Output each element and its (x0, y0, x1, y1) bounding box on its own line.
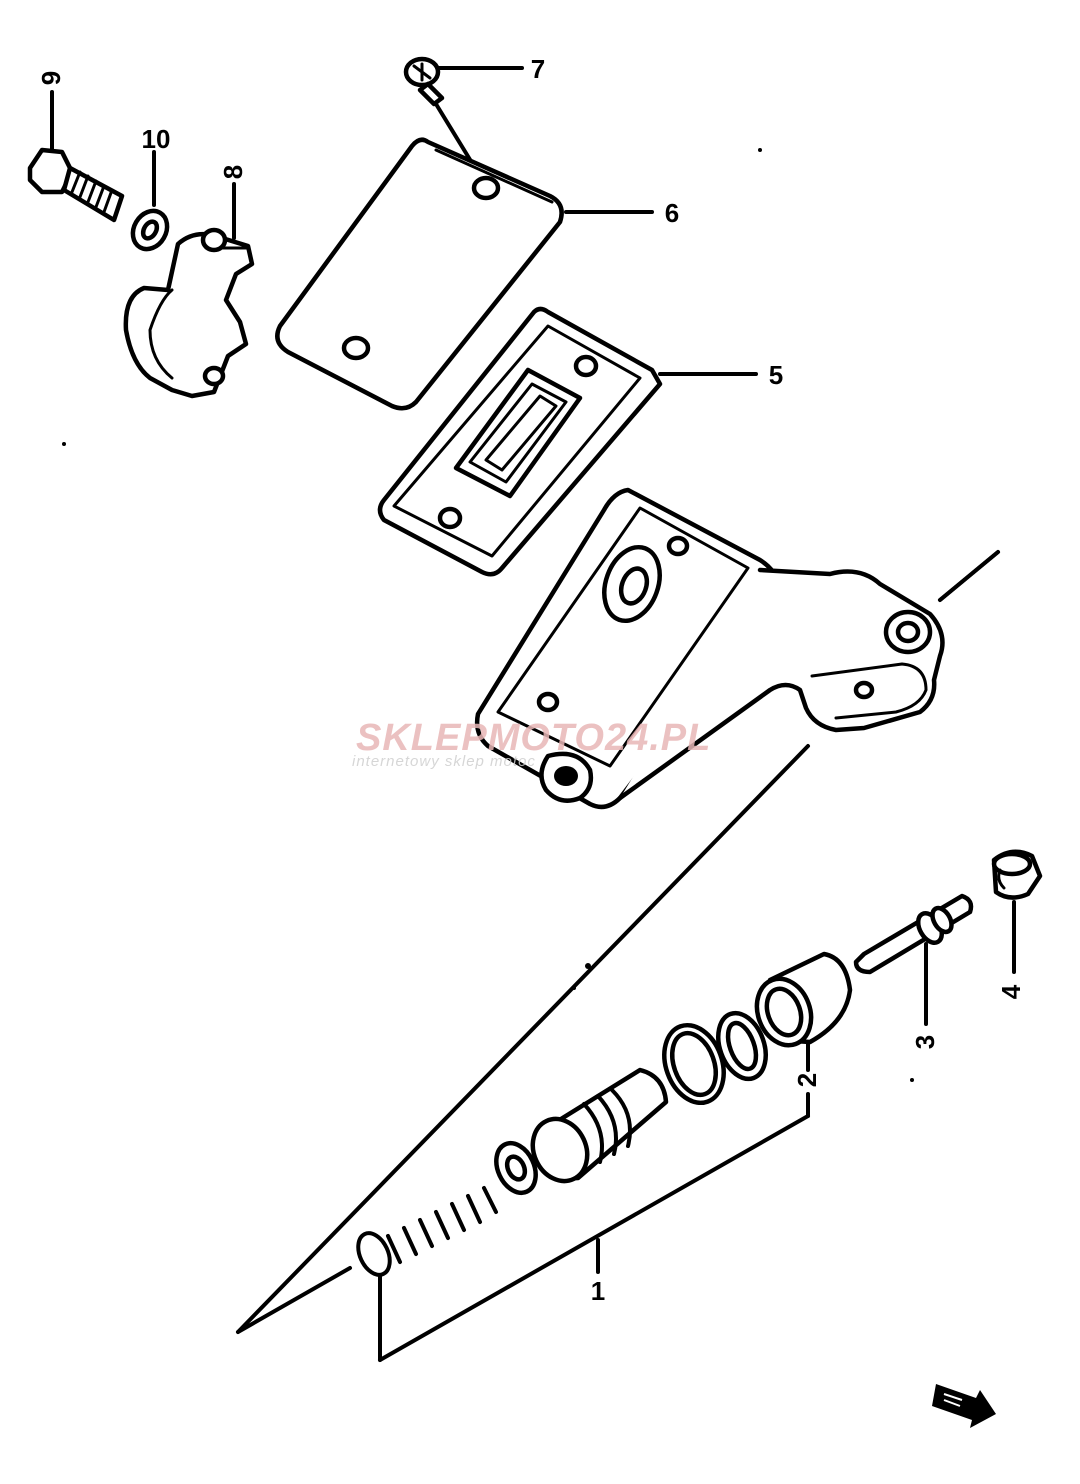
scan-specks (62, 148, 914, 1082)
watermark-brand: SKLEPMOTO24.PL (356, 717, 711, 759)
callout-1: 1 (591, 1276, 605, 1306)
part-5-diaphragm[interactable] (377, 306, 758, 577)
callout-10: 10 (142, 124, 171, 154)
part-7-screw[interactable] (403, 56, 524, 107)
spring[interactable] (352, 1186, 498, 1280)
callout-5: 5 (769, 360, 783, 390)
part-4-cap[interactable] (991, 849, 1043, 974)
front-direction-arrow-icon (932, 1384, 996, 1428)
callout-4: 4 (996, 984, 1026, 999)
part-1-bracket (378, 1114, 810, 1362)
callout-7: 7 (531, 54, 545, 84)
callout-3: 3 (910, 1035, 940, 1049)
part-9-bolt[interactable] (27, 90, 125, 223)
part-10-washer[interactable] (126, 150, 174, 255)
part-3-push-rod[interactable] (853, 893, 974, 1026)
o-ring[interactable] (654, 1017, 734, 1111)
circlip[interactable] (710, 1007, 775, 1086)
master-cylinder-body[interactable] (474, 487, 1000, 810)
part-6-reservoir-cap[interactable] (275, 102, 654, 411)
callout-9: 9 (36, 71, 66, 85)
part-2-boot[interactable] (748, 951, 853, 1118)
callout-labels: 1 2 3 4 5 6 7 8 9 10 (36, 54, 1026, 1306)
piston[interactable] (523, 1067, 669, 1190)
primary-cup[interactable] (489, 1137, 544, 1199)
callout-6: 6 (665, 198, 679, 228)
callout-8: 8 (218, 165, 248, 179)
watermark: SKLEPMOTO24.PL internetowy sklep motoc (352, 717, 711, 770)
reference-lines (236, 550, 1000, 1334)
callout-2: 2 (792, 1073, 822, 1087)
part-8-clamp[interactable] (123, 182, 255, 399)
watermark-tagline: internetowy sklep motoc (352, 753, 536, 770)
